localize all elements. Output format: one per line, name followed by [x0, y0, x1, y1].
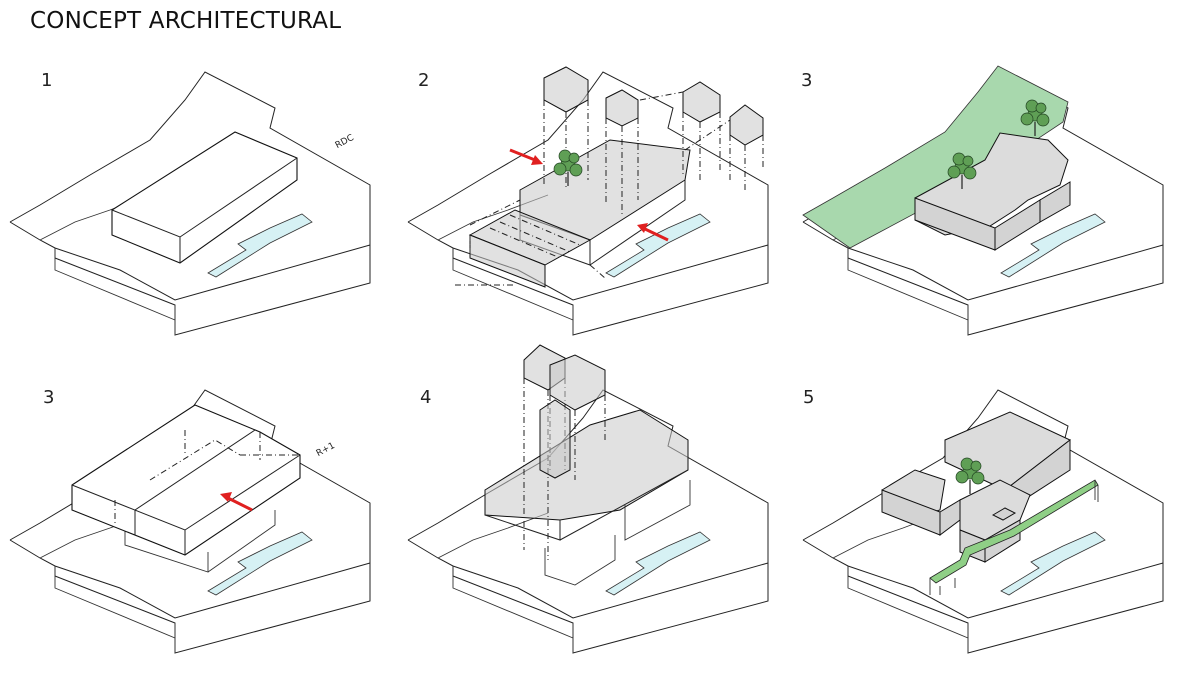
panel-1 — [9, 71, 371, 336]
ground-floor-volume — [111, 131, 298, 264]
panel-number-1: 1 — [41, 70, 53, 91]
panel-number-3a: 3 — [801, 70, 813, 91]
panel-number-3b: 3 — [43, 387, 55, 408]
panel-4 — [407, 344, 769, 654]
panel-number-4: 4 — [420, 387, 432, 408]
panel-5 — [802, 389, 1164, 654]
panel-number-2: 2 — [418, 70, 430, 91]
panel-2 — [407, 66, 769, 336]
page-title: CONCEPT ARCHITECTURAL — [30, 8, 342, 34]
panel-number-5: 5 — [803, 387, 815, 408]
panel-3a — [802, 65, 1164, 336]
panel-3b — [9, 389, 371, 654]
landscape-area — [802, 65, 1069, 249]
